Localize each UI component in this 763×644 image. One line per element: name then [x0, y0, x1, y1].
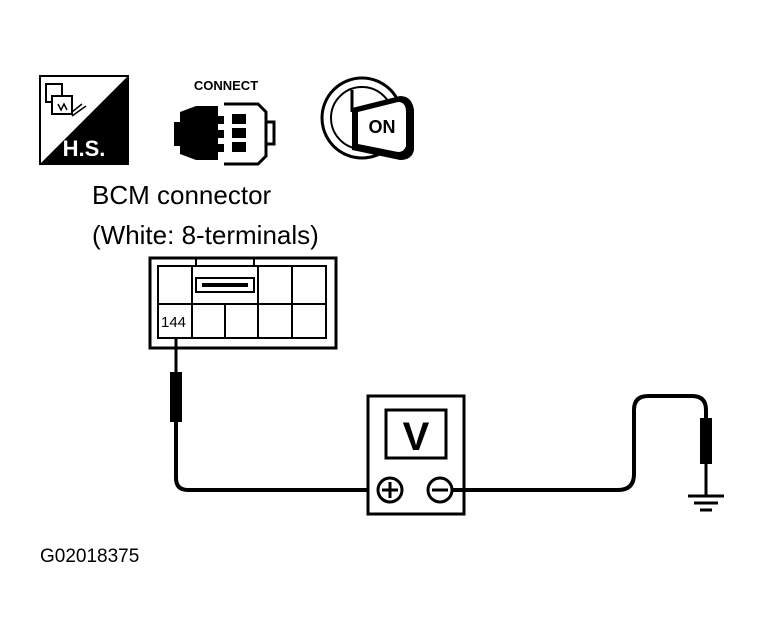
bcm-connector: 144 — [148, 256, 338, 350]
voltmeter: V — [366, 394, 466, 516]
negative-probe-lead — [452, 394, 712, 496]
ground-icon — [688, 494, 724, 512]
terminal-144-label: 144 — [161, 314, 186, 331]
ignition-switch-icon: ON — [320, 76, 414, 160]
harness-sensor-label: H.S. — [63, 136, 106, 161]
connect-label: CONNECT — [194, 78, 258, 93]
ignition-on-label: ON — [369, 117, 396, 137]
positive-probe-lead — [170, 338, 378, 492]
connector-title: BCM connector — [92, 180, 272, 210]
figure-id: G02018375 — [40, 546, 139, 567]
voltmeter-label: V — [403, 415, 430, 459]
harness-sensor-icon: H.S. — [39, 75, 129, 165]
connect-icon: CONNECT — [174, 78, 276, 166]
connector-subtitle: (White: 8-terminals) — [92, 220, 319, 250]
